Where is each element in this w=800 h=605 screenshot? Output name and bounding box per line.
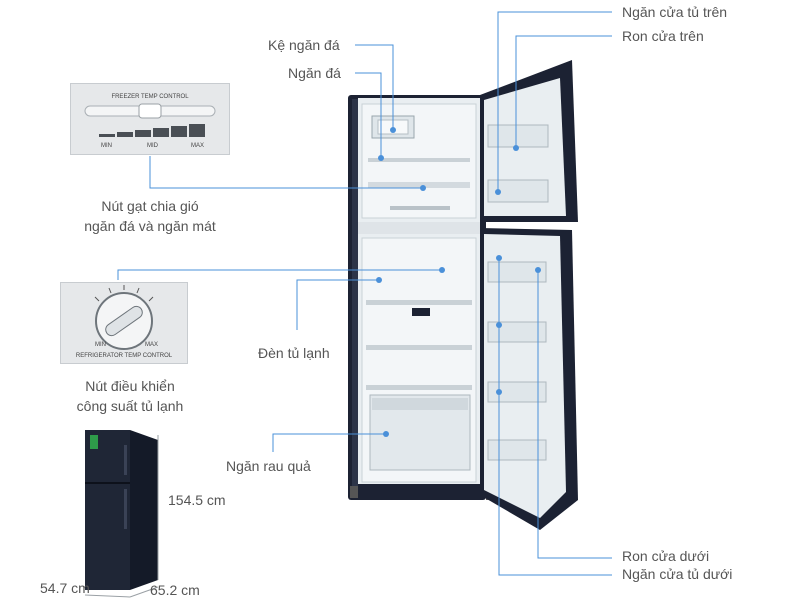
- label-ron-cua-tren: Ron cửa trên: [622, 28, 704, 44]
- label-ngan-da: Ngăn đá: [288, 65, 341, 81]
- label-den-tu-lanh: Đèn tủ lạnh: [258, 345, 330, 361]
- label-nut-gat-line1: Nút gạt chia gió: [101, 198, 199, 214]
- fridge-control-inset: MIN MAX REFRIGERATOR TEMP CONTROL: [60, 282, 188, 364]
- label-nut-gat: Nút gạt chia gió ngăn đá và ngăn mát: [70, 196, 230, 236]
- dimension-depth: 65.2 cm: [150, 582, 200, 598]
- fridge-min-label: MIN: [95, 342, 106, 348]
- label-nut-gat-line2: ngăn đá và ngăn mát: [84, 218, 216, 234]
- label-ngan-rau-qua: Ngăn rau quả: [226, 458, 311, 474]
- fridge-max-label: MAX: [145, 342, 158, 348]
- dimension-height: 154.5 cm: [168, 492, 226, 508]
- fridge-front-closed: [85, 430, 130, 590]
- label-ke-ngan-da: Kệ ngăn đá: [268, 37, 340, 53]
- freezer-control-inset: FREEZER TEMP CONTROL MIN MID MAX: [70, 83, 230, 155]
- freezer-control-title: FREEZER TEMP CONTROL: [111, 94, 189, 100]
- label-nut-dieu-khien-line1: Nút điều khiển: [85, 378, 175, 394]
- dial-tick-marks: [94, 285, 154, 302]
- label-nut-dieu-khien: Nút điều khiển công suất tủ lạnh: [50, 376, 210, 416]
- label-ngan-cua-tu-tren: Ngăn cửa tủ trên: [622, 4, 728, 20]
- fridge-dimensions-illustration: [84, 430, 159, 598]
- dimension-width: 54.7 cm: [40, 580, 90, 596]
- fridge-control-caption: REFRIGERATOR TEMP CONTROL: [76, 353, 173, 359]
- freezer-min-label: MIN: [101, 143, 112, 149]
- freezer-max-label: MAX: [191, 143, 204, 149]
- dial-knob-grip: [105, 305, 143, 337]
- label-ron-cua-duoi: Ron cửa dưới: [622, 548, 710, 564]
- freezer-slider-knob[interactable]: [138, 103, 162, 119]
- freezer-level-bars: [99, 124, 205, 137]
- label-nut-dieu-khien-line2: công suất tủ lạnh: [76, 398, 184, 414]
- freezer-mid-label: MID: [147, 143, 159, 149]
- label-ngan-cua-tu-duoi: Ngăn cửa tủ dưới: [622, 566, 733, 582]
